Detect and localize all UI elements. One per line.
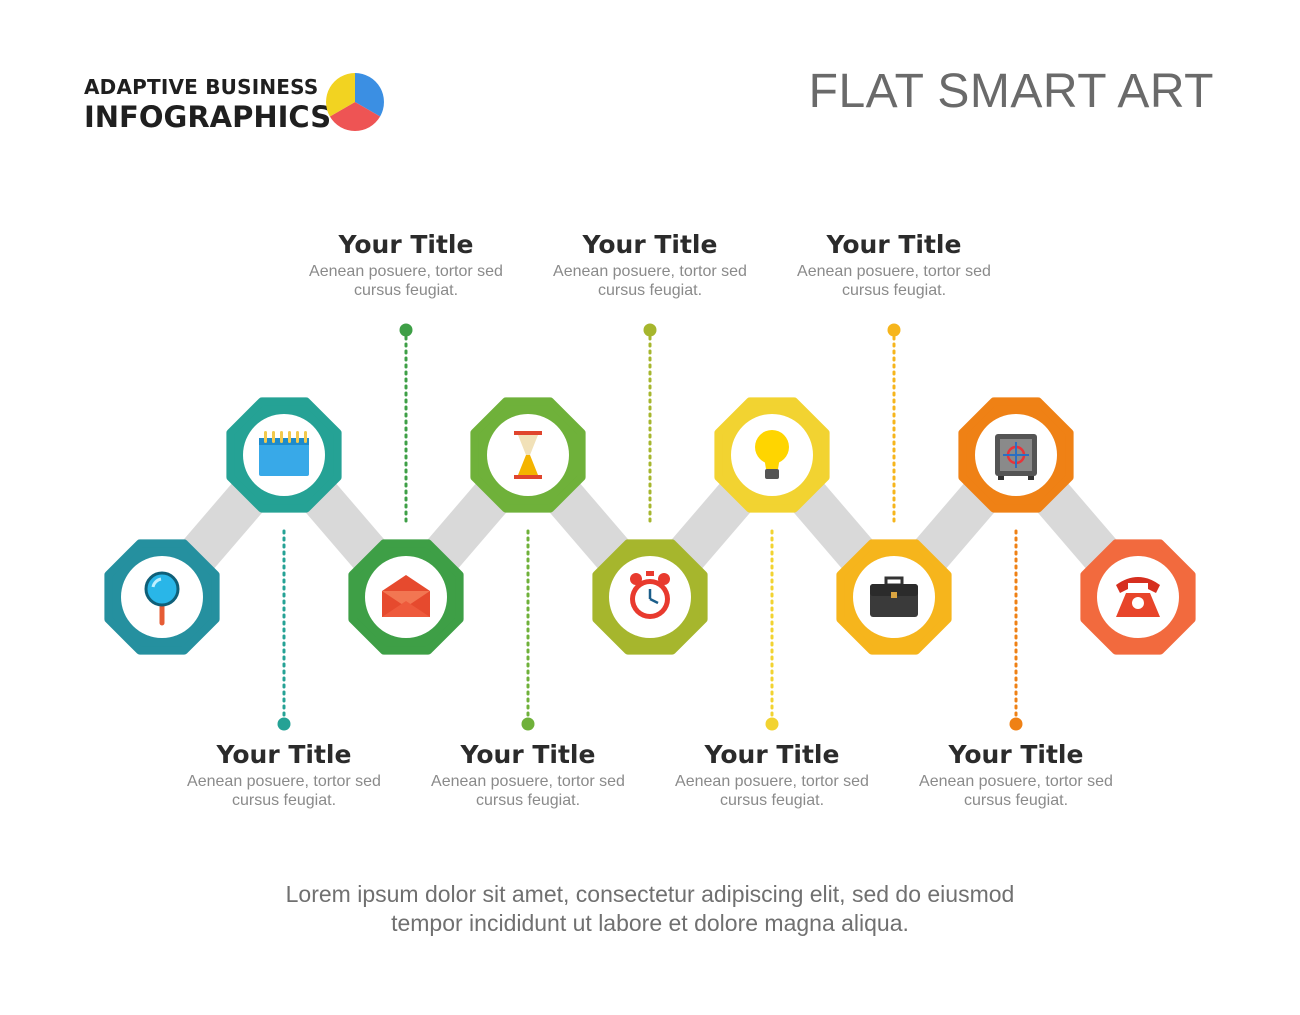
step-node-6 [714, 397, 830, 513]
logo-text: ADAPTIVE BUSINESS INFOGRAPHICS [84, 74, 331, 134]
alarm-clock-icon [630, 571, 670, 619]
leader-dot-6 [765, 717, 779, 731]
step-node-8 [958, 397, 1074, 513]
step-description: Aenean posuere, tortor sed cursus feugia… [675, 773, 869, 809]
step-title: Your Title [704, 740, 840, 769]
logo-pie-icon [326, 73, 384, 131]
logo-line-2: INFOGRAPHICS [84, 100, 332, 134]
lightbulb-icon [755, 430, 789, 479]
logo-line-1: ADAPTIVE BUSINESS [84, 75, 319, 99]
leader-dot-3 [399, 323, 413, 337]
step-title: Your Title [460, 740, 596, 769]
step-title: Your Title [216, 740, 352, 769]
envelope-icon [382, 575, 430, 617]
telephone-icon [1116, 577, 1160, 617]
step-node-5 [592, 539, 708, 655]
footer-text: Lorem ipsum dolor sit amet, consectetur … [200, 880, 1100, 938]
step-node-4 [470, 397, 586, 513]
page-title: FLAT SMART ART [808, 65, 1214, 118]
step-node-9 [1080, 539, 1196, 655]
step-description: Aenean posuere, tortor sed cursus feugia… [797, 263, 991, 299]
hourglass-icon [514, 431, 542, 479]
leader-dot-2 [277, 717, 291, 731]
leader-dot-8 [1009, 717, 1023, 731]
step-title: Your Title [826, 230, 962, 259]
footer-line-1: Lorem ipsum dolor sit amet, consectetur … [285, 881, 1015, 907]
footer-line-2: tempor incididunt ut labore et dolore ma… [391, 910, 909, 936]
briefcase-icon [870, 576, 918, 617]
step-description: Aenean posuere, tortor sed cursus feugia… [553, 263, 747, 299]
leader-dot-4 [521, 717, 535, 731]
step-description: Aenean posuere, tortor sed cursus feugia… [187, 773, 381, 809]
safe-icon [995, 434, 1037, 480]
step-node-7 [836, 539, 952, 655]
magnifier-icon [144, 571, 180, 626]
step-title: Your Title [582, 230, 718, 259]
step-node-2 [226, 397, 342, 513]
step-description: Aenean posuere, tortor sed cursus feugia… [919, 773, 1113, 809]
step-title: Your Title [338, 230, 474, 259]
leader-dot-5 [643, 323, 657, 337]
calendar-icon [259, 431, 309, 476]
step-description: Aenean posuere, tortor sed cursus feugia… [309, 263, 503, 299]
step-description: Aenean posuere, tortor sed cursus feugia… [431, 773, 625, 809]
leader-dot-7 [887, 323, 901, 337]
step-node-1 [104, 539, 220, 655]
step-node-3 [348, 539, 464, 655]
step-title: Your Title [948, 740, 1084, 769]
